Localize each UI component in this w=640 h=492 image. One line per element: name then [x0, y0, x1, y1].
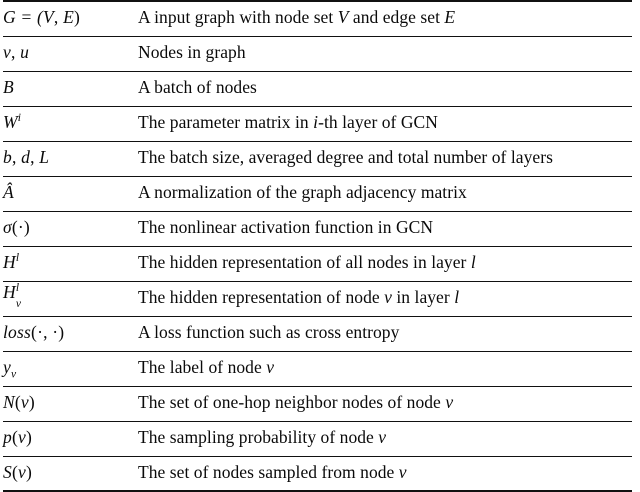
- symbol-graph-definition: G = (V, E): [3, 7, 80, 28]
- table-row: b, d, L The batch size, averaged degree …: [3, 140, 632, 177]
- notation-symbol-cell: Â: [3, 175, 138, 212]
- notation-symbol-cell: S(v): [3, 455, 138, 492]
- description-text: A loss function such as cross entropy: [138, 322, 400, 342]
- notation-description-cell: The set of one-hop neighbor nodes of nod…: [138, 385, 632, 422]
- notation-symbol-cell: b, d, L: [3, 140, 138, 177]
- table-row: σ(·) The nonlinear activation function i…: [3, 210, 632, 247]
- symbol-activation-function: σ(·): [3, 217, 30, 237]
- table-row: Wi The parameter matrix in i-th layer of…: [3, 105, 632, 142]
- table-row: loss(·, ·) A loss function such as cross…: [3, 315, 632, 352]
- notation-description-cell: The parameter matrix in i-th layer of GC…: [138, 105, 632, 142]
- symbol-sampling-probability: p(v): [3, 427, 32, 447]
- table-row: N(v) The set of one-hop neighbor nodes o…: [3, 385, 632, 422]
- description-text: The hidden representation of all nodes i…: [138, 252, 476, 272]
- symbol-batch-degree-layers: b, d, L: [3, 147, 50, 167]
- notation-description-cell: A batch of nodes: [138, 70, 632, 107]
- notation-description-cell: The hidden representation of all nodes i…: [138, 245, 632, 282]
- description-text: Nodes in graph: [138, 42, 246, 62]
- symbol-loss-function: loss(·, ·): [3, 322, 65, 342]
- notation-table-body: G = (V, E) A input graph with node set V…: [3, 0, 632, 492]
- notation-symbol-cell: yv: [3, 350, 138, 387]
- symbol-neighbor-set: N(v): [3, 392, 35, 412]
- symbol-batch: B: [3, 77, 14, 97]
- table-row: v, u Nodes in graph: [3, 35, 632, 72]
- description-text: The batch size, averaged degree and tota…: [138, 147, 553, 167]
- symbol-normalized-adjacency: Â: [3, 182, 14, 202]
- notation-symbol-cell: G = (V, E): [3, 0, 138, 37]
- symbol-node-label: yv: [3, 357, 17, 381]
- notation-description-cell: The set of nodes sampled from node v: [138, 455, 632, 492]
- notation-description-cell: The batch size, averaged degree and tota…: [138, 140, 632, 177]
- description-text: The hidden representation of node v in l…: [138, 287, 460, 307]
- symbol-sampled-node-set: S(v): [3, 461, 32, 482]
- symbol-nodes: v, u: [3, 42, 30, 62]
- table-row: p(v) The sampling probability of node v: [3, 420, 632, 457]
- notation-description-cell: A input graph with node set V and edge s…: [138, 0, 632, 37]
- description-text: The sampling probability of node v: [138, 427, 387, 447]
- table-row: S(v) The set of nodes sampled from node …: [3, 455, 632, 492]
- table-row: B A batch of nodes: [3, 70, 632, 107]
- description-text: The set of one-hop neighbor nodes of nod…: [138, 392, 454, 412]
- notation-symbol-cell: N(v): [3, 385, 138, 422]
- table-row: Â A normalization of the graph adjacency…: [3, 175, 632, 212]
- notation-symbol-cell: loss(·, ·): [3, 315, 138, 352]
- notation-description-cell: The hidden representation of node v in l…: [138, 280, 632, 317]
- notation-table: G = (V, E) A input graph with node set V…: [3, 0, 632, 492]
- notation-symbol-cell: v, u: [3, 35, 138, 72]
- notation-symbol-cell: Hl: [3, 245, 138, 282]
- symbol-weight-matrix: Wi: [3, 112, 22, 132]
- description-text: The nonlinear activation function in GCN: [138, 217, 434, 237]
- notation-description-cell: The sampling probability of node v: [138, 420, 632, 457]
- notation-description-cell: A loss function such as cross entropy: [138, 315, 632, 352]
- table-row: G = (V, E) A input graph with node set V…: [3, 0, 632, 37]
- description-text: The label of node v: [138, 357, 275, 377]
- notation-symbol-cell: p(v): [3, 420, 138, 457]
- description-text: The set of nodes sampled from node v: [138, 461, 407, 482]
- notation-symbol-cell: B: [3, 70, 138, 107]
- notation-symbol-cell: Wi: [3, 105, 138, 142]
- table-row: Hl The hidden representation of all node…: [3, 245, 632, 282]
- table-row: yv The label of node v: [3, 350, 632, 387]
- description-text: A input graph with node set V and edge s…: [138, 7, 456, 28]
- symbol-hidden-representation-layer: Hl: [3, 252, 20, 272]
- notation-symbol-cell: σ(·): [3, 210, 138, 247]
- description-text: A normalization of the graph adjacency m…: [138, 182, 467, 202]
- notation-description-cell: A normalization of the graph adjacency m…: [138, 175, 632, 212]
- notation-description-cell: The label of node v: [138, 350, 632, 387]
- notation-description-cell: Nodes in graph: [138, 35, 632, 72]
- description-text: The parameter matrix in i-th layer of GC…: [138, 112, 438, 132]
- description-text: A batch of nodes: [138, 77, 257, 97]
- notation-description-cell: The nonlinear activation function in GCN: [138, 210, 632, 247]
